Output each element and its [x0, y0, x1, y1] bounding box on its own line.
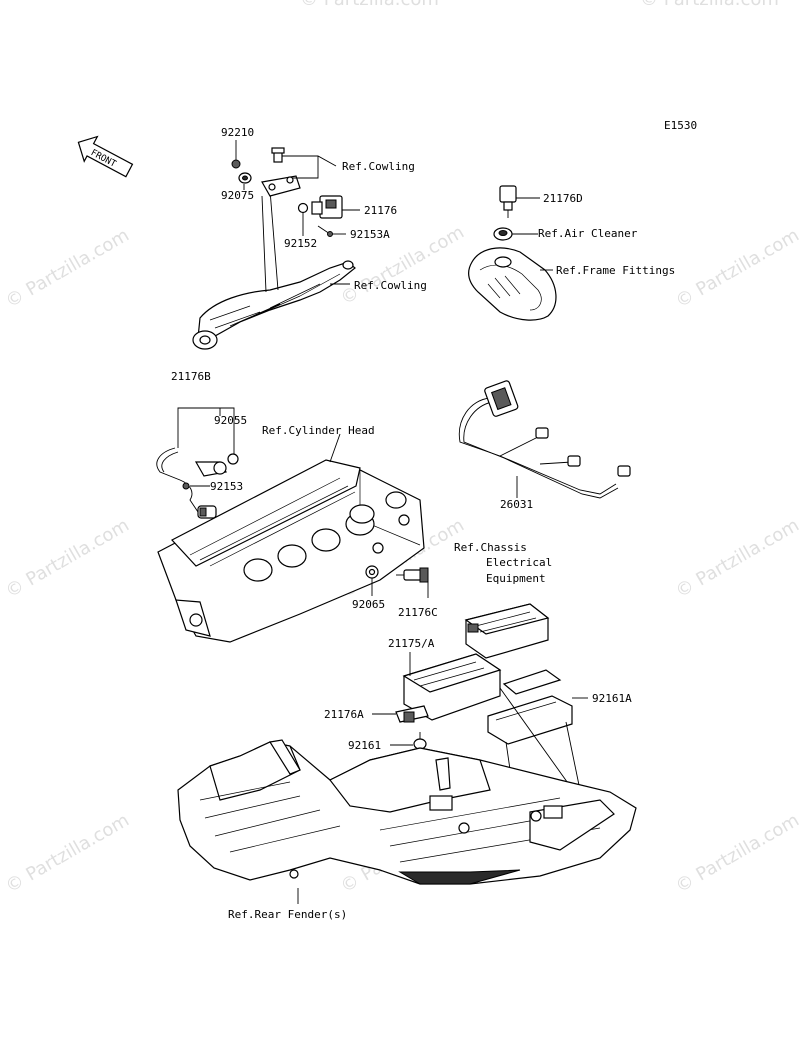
- washer-92065: [365, 565, 379, 579]
- screw-92153: [182, 482, 190, 490]
- callout-ref-cowling-mid: Ref.Cowling: [354, 279, 427, 292]
- callout-21176c: 21176C: [398, 606, 438, 619]
- callout-21175a: 21175/A: [388, 637, 435, 650]
- callout-92065: 92065: [352, 598, 385, 611]
- bolt-cowling: [271, 147, 285, 163]
- cylinder-head: [157, 459, 425, 643]
- watermark: © Partzilla.com: [300, 0, 439, 10]
- callout-92210: 92210: [221, 126, 254, 139]
- diagram-code: E1530: [664, 119, 697, 132]
- callout-26031: 26031: [500, 498, 533, 511]
- sensor-21176a: [395, 705, 429, 723]
- callout-ref-rear-fender: Ref.Rear Fender(s): [228, 908, 347, 921]
- screw-92153A: [317, 225, 333, 237]
- watermark: © Partzilla.com: [640, 0, 779, 10]
- grommet-92161: [413, 732, 427, 750]
- grommet: [493, 227, 513, 241]
- callout-21176d: 21176D: [543, 192, 583, 205]
- callout-92153a: 92153A: [350, 228, 390, 241]
- callout-ref-cylinder-head: Ref.Cylinder Head: [262, 424, 375, 437]
- watermark: © Partzilla.com: [2, 515, 133, 603]
- callout-21176: 21176: [364, 204, 397, 217]
- callout-92152: 92152: [284, 237, 317, 250]
- air-cleaner-housing: [468, 247, 557, 321]
- sensor-bracket: [261, 175, 301, 197]
- callout-21176a: 21176A: [324, 708, 364, 721]
- callout-92161a: 92161A: [592, 692, 632, 705]
- cowling-stay-bracket: [192, 189, 356, 350]
- bolt-92210: [231, 159, 241, 169]
- watermark: © Partzilla.com: [2, 810, 133, 898]
- callout-ref-air-cleaner: Ref.Air Cleaner: [538, 227, 638, 240]
- callout-ref-chassis-3: Equipment: [486, 572, 546, 585]
- nut-92075: [238, 172, 252, 184]
- rear-fender-tray: [177, 739, 637, 885]
- callout-ref-chassis-2: Electrical: [486, 556, 552, 569]
- watermark: © Partzilla.com: [672, 810, 800, 898]
- washer-92152: [297, 202, 309, 214]
- watermark: © Partzilla.com: [672, 225, 800, 313]
- callout-ref-frame-fittings: Ref.Frame Fittings: [556, 264, 675, 277]
- sensor-21176c: [396, 567, 429, 583]
- callout-92075: 92075: [221, 189, 254, 202]
- sensor-21176d: [499, 185, 517, 218]
- callout-21176b: 21176B: [171, 370, 211, 383]
- sensor-21176: [311, 195, 343, 219]
- front-arrow-icon: FRONT: [77, 135, 134, 178]
- watermark: © Partzilla.com: [2, 225, 133, 313]
- o-ring-92055: [227, 453, 239, 465]
- ecu-21175a: [402, 653, 502, 721]
- callout-92153: 92153: [210, 480, 243, 493]
- wiring-harness-26031: [458, 380, 631, 499]
- sensor-harness-21176b: [156, 447, 227, 519]
- watermark: © Partzilla.com: [672, 515, 800, 603]
- callout-92161: 92161: [348, 739, 381, 752]
- chassis-electrical-module: [464, 603, 550, 659]
- callout-92055: 92055: [214, 414, 247, 427]
- callout-ref-chassis-1: Ref.Chassis: [454, 541, 527, 554]
- callout-ref-cowling-top: Ref.Cowling: [342, 160, 415, 173]
- ecu-bracket-92161a: [487, 669, 573, 745]
